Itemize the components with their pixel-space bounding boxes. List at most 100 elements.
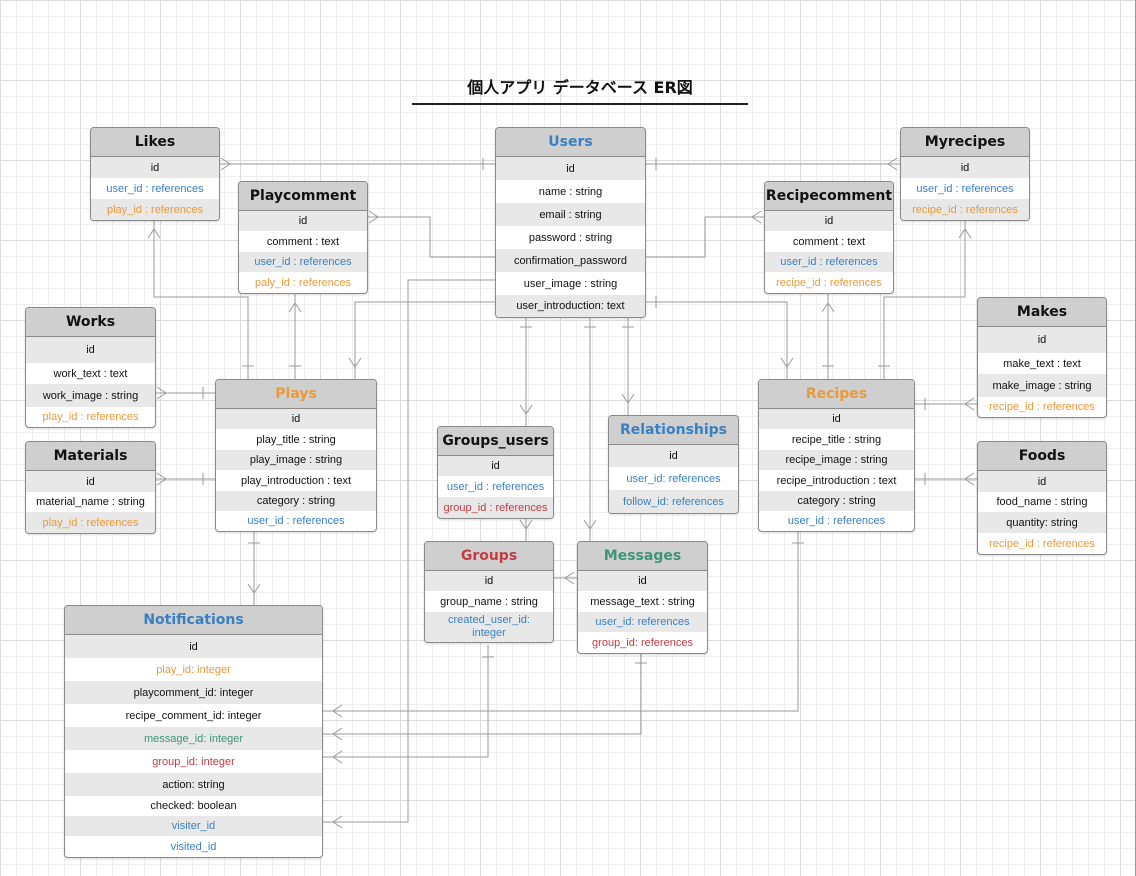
crows-foot xyxy=(247,583,261,594)
field-user-introduction: user_introduction: text xyxy=(496,295,645,317)
field-id: id xyxy=(216,409,376,429)
connector-line-23 xyxy=(321,651,642,735)
crows-foot xyxy=(348,357,362,368)
field-group-name: group_name : string xyxy=(440,595,538,608)
field-id: id xyxy=(578,571,707,591)
field-work-image: work_image : string xyxy=(26,384,155,407)
field-id: id xyxy=(26,471,155,492)
field-recipe-introduction: recipe_introduction : text xyxy=(776,474,897,487)
field-id: id xyxy=(978,327,1106,353)
crows-foot xyxy=(964,472,975,486)
field-group-id: group_id : references xyxy=(438,497,553,518)
crows-foot xyxy=(958,228,972,239)
field-visited-id: visited_id xyxy=(170,840,217,853)
field-user-id: user_id : references xyxy=(247,515,345,527)
entity-header-works: Works xyxy=(26,308,155,337)
entity-header-foods: Foods xyxy=(978,442,1106,471)
field-confirmation-password: confirmation_password xyxy=(496,249,645,272)
field-recipe-id: recipe_id : references xyxy=(901,199,1029,220)
field-user-id: user_id : references xyxy=(106,182,204,195)
entity-header-materials: Materials xyxy=(26,442,155,471)
field-recipe-title: recipe_title : string xyxy=(791,433,882,446)
field-material-name: material_name : string xyxy=(36,496,145,508)
field-id: id xyxy=(91,157,219,178)
field-password: password : string xyxy=(528,231,613,244)
field-paly-id: paly_id : references xyxy=(255,276,351,289)
crows-foot xyxy=(751,210,762,224)
crows-foot xyxy=(332,704,343,718)
connector-line-22 xyxy=(321,530,799,712)
field-user-image: user_image : string xyxy=(523,277,618,290)
field-id: id xyxy=(26,337,155,363)
field-email: email : string xyxy=(496,203,645,226)
field-play-title: play_title : string xyxy=(256,433,336,446)
field-work-text: work_text : text xyxy=(53,367,128,380)
crows-foot xyxy=(220,157,231,171)
field-name: name : string xyxy=(538,185,603,198)
entity-header-messages: Messages xyxy=(578,542,707,571)
field-id: id xyxy=(609,445,738,467)
field-visiter-id: visiter_id xyxy=(65,816,322,836)
crows-foot xyxy=(780,357,794,368)
connector-line-6 xyxy=(644,301,788,379)
field-make-image: make_image : string xyxy=(978,374,1106,397)
connector-line-10 xyxy=(321,279,495,823)
field-id: id xyxy=(901,157,1029,178)
field-category: category : string xyxy=(216,491,376,511)
field-recipe-id: recipe_id : references xyxy=(989,401,1095,413)
field-recipe-image: recipe_image : string xyxy=(759,450,914,470)
field-follow-id: follow_id: references xyxy=(609,490,738,513)
crows-foot xyxy=(332,815,343,829)
crows-foot xyxy=(147,228,161,239)
entity-header-users: Users xyxy=(496,128,645,157)
connector-line-11 xyxy=(153,217,249,379)
field-id: id xyxy=(978,471,1106,492)
field-id: id xyxy=(496,157,645,180)
entity-header-myrecipes: Myrecipes xyxy=(901,128,1029,157)
field-group-id: group_id: integer xyxy=(152,755,235,768)
connector-line-4 xyxy=(644,216,764,258)
field-play-id: play_id: integer xyxy=(156,663,231,676)
field-recipe-comment-id: recipe_comment_id: integer xyxy=(125,709,262,722)
field-play-introduction: play_introduction : text xyxy=(240,474,352,487)
field-id: id xyxy=(239,211,367,231)
field-message-text: message_text : string xyxy=(590,595,695,608)
entity-header-recipes: Recipes xyxy=(759,380,914,409)
entity-header-groups: Groups xyxy=(425,542,553,571)
connector-line-5 xyxy=(354,301,495,379)
entity-header-notifications: Notifications xyxy=(65,606,322,635)
crows-foot xyxy=(332,727,343,741)
connector-line-24 xyxy=(321,645,489,758)
field-id: id xyxy=(65,635,322,658)
crows-foot xyxy=(156,386,167,400)
field-play-image: play_image : string xyxy=(216,450,376,470)
crows-foot xyxy=(288,302,302,313)
field-id: id xyxy=(425,571,553,591)
field-comment: comment : text xyxy=(792,235,866,248)
